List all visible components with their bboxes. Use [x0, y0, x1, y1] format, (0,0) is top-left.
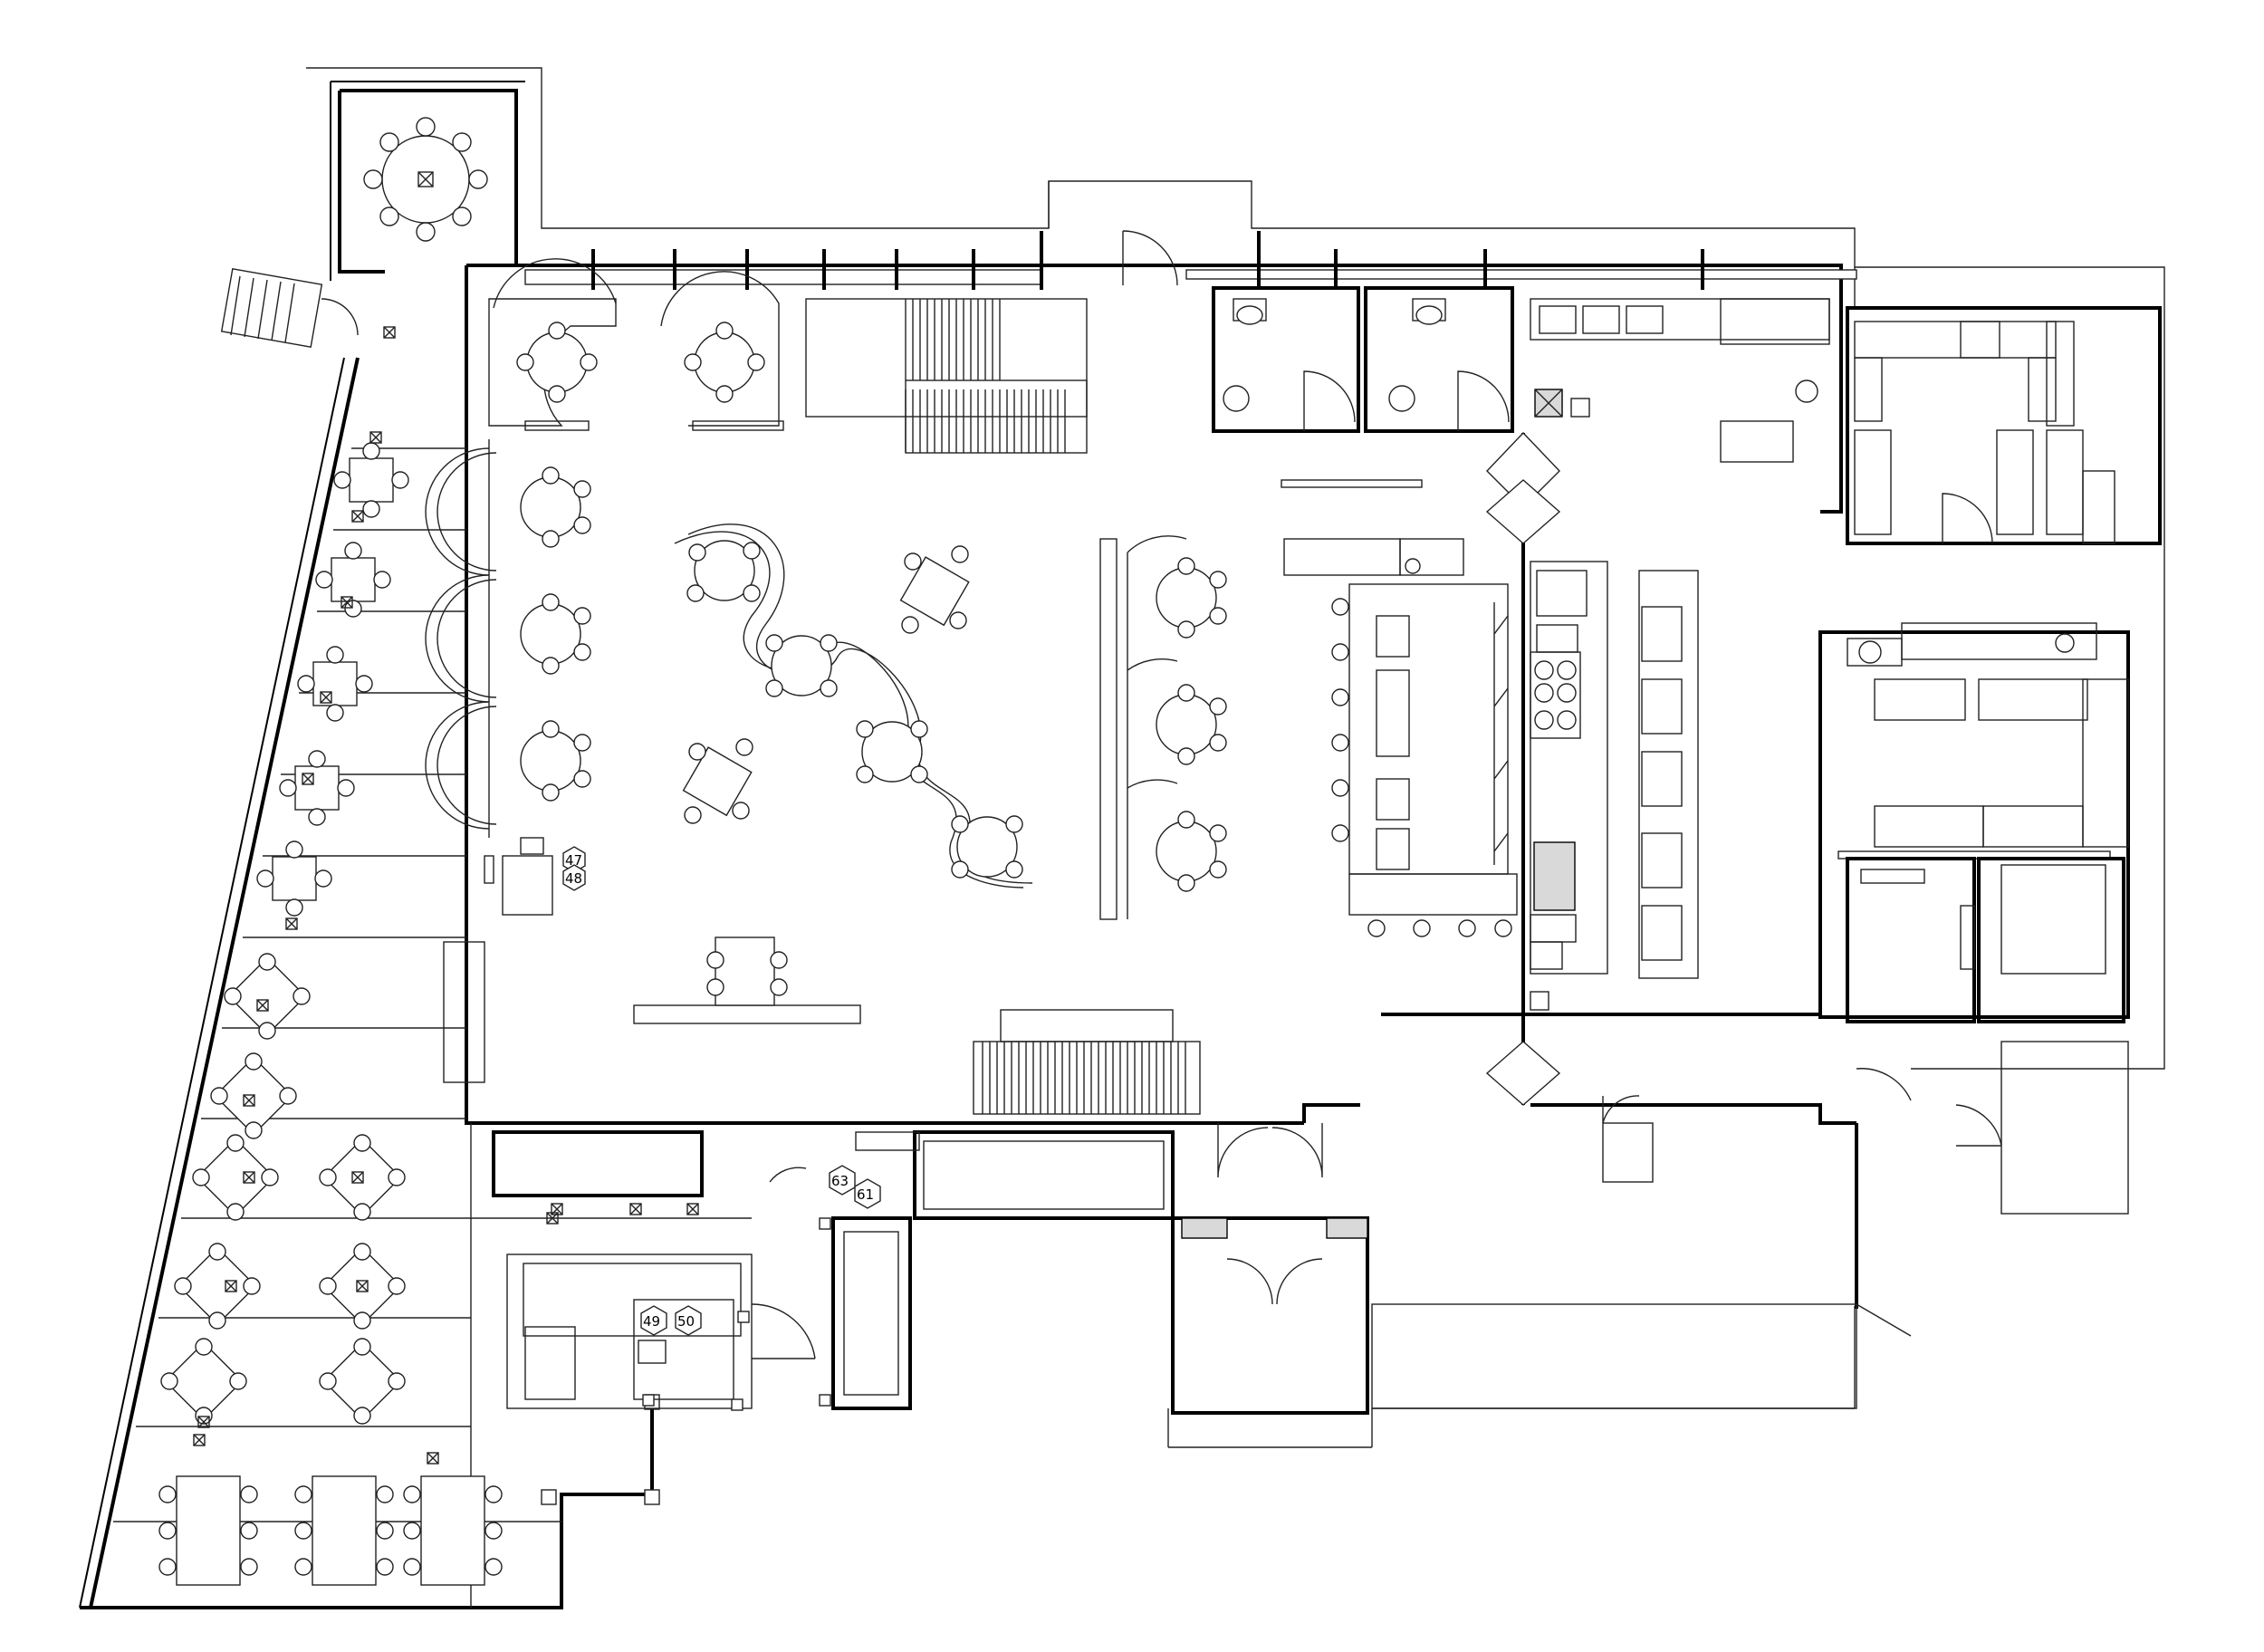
tag-61: 61 — [854, 1178, 881, 1209]
light-fixture — [225, 1280, 237, 1292]
right-exterior — [1855, 1041, 2129, 1337]
terrace-table — [319, 1338, 406, 1425]
tag-48-label: 48 — [565, 870, 582, 887]
light-fixture — [256, 999, 269, 1012]
kitchen-divider — [1281, 431, 1561, 1106]
service-rooms — [492, 1095, 1857, 1415]
terrace-table — [333, 442, 409, 518]
terrace-table — [319, 1134, 406, 1221]
light-fixture — [193, 1434, 206, 1446]
cookline-unit — [1641, 905, 1683, 961]
terrace-table — [279, 750, 355, 826]
tag-50: 50 — [675, 1305, 702, 1336]
tag-47-label: 47 — [565, 852, 582, 869]
terrace-round-table — [363, 117, 488, 242]
cookline-unit — [1641, 678, 1683, 735]
terrace-long-table — [158, 1475, 258, 1586]
serpentine-banquette — [674, 523, 1033, 888]
terrace-table — [315, 542, 391, 618]
light-fixture — [285, 917, 298, 930]
light-fixture — [243, 1171, 255, 1184]
terrace-table — [192, 1134, 279, 1221]
tag-49-label: 49 — [643, 1313, 660, 1330]
terrace-table — [224, 953, 311, 1040]
light-fixture — [341, 596, 353, 609]
light-fixture — [427, 1452, 439, 1465]
dining-booths — [425, 258, 784, 838]
light-fixture — [351, 510, 364, 523]
terrace-table — [160, 1338, 247, 1425]
tag-63-label: 63 — [831, 1173, 849, 1189]
terrace-long-table — [403, 1475, 503, 1586]
terrace-tables — [158, 442, 503, 1586]
right-bar-lounge — [1818, 622, 2130, 1023]
light-fixture — [302, 773, 314, 785]
light-fixture — [356, 1280, 369, 1292]
right-booths — [1846, 306, 2162, 545]
restrooms — [1212, 286, 1514, 433]
light-fixture — [686, 1203, 699, 1215]
communal-table — [633, 936, 861, 1024]
ceiling-lights-terrace — [193, 326, 699, 1465]
light-fixture — [197, 1416, 210, 1428]
terrace-long-table — [294, 1475, 394, 1586]
cook-line — [1530, 561, 1699, 1011]
tag-50-label: 50 — [677, 1313, 695, 1330]
tag-47: 47 — [562, 846, 586, 873]
tag-63: 63 — [829, 1165, 856, 1196]
dining-diamond-tables — [682, 545, 970, 824]
terrace-table — [174, 1243, 261, 1330]
light-fixture — [546, 1212, 559, 1225]
light-fixture — [320, 691, 332, 704]
entry-stair — [973, 1009, 1201, 1115]
cookline-unit — [1641, 751, 1683, 807]
light-fixture — [351, 1171, 364, 1184]
host-stand — [443, 837, 553, 1083]
cookline-unit — [1641, 606, 1683, 662]
tag-48: 48 — [562, 864, 586, 891]
facade-mullions — [524, 230, 1857, 290]
main-building-walls — [465, 264, 1856, 1125]
tag-49: 49 — [640, 1305, 667, 1336]
cookline-unit — [1641, 832, 1683, 888]
main-stair — [805, 298, 1088, 454]
annotation-tags: 47 48 49 50 63 61 — [562, 846, 881, 1336]
center-banquette — [1099, 535, 1227, 920]
light-fixture — [383, 326, 396, 339]
light-fixture — [369, 431, 382, 444]
kitchen-island — [1331, 583, 1518, 937]
tag-61-label: 61 — [857, 1186, 874, 1203]
light-fixture — [243, 1094, 255, 1107]
light-fixture — [629, 1203, 642, 1215]
terrace-table — [297, 646, 373, 722]
terrace-table — [256, 840, 332, 917]
bar-prep-area — [1530, 298, 1830, 463]
